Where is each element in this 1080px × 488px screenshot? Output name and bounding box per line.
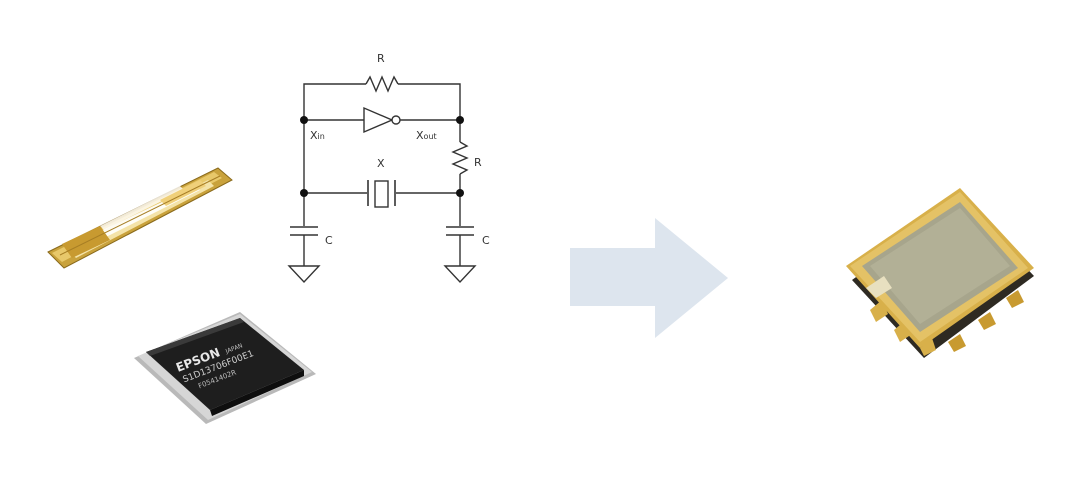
resistor-top (365, 75, 399, 93)
x-in-label: Xin (310, 129, 325, 142)
ground-right-icon (443, 265, 477, 284)
capacitor-left-label: C (325, 234, 333, 247)
crystal-label: X (377, 157, 385, 170)
tuning-fork-crystal-icon (47, 167, 233, 269)
arrow-right-icon (570, 218, 728, 338)
crystal-oscillator-package-icon (846, 188, 1034, 358)
capacitor-right-label: C (482, 234, 490, 247)
ground-left-icon (287, 265, 321, 284)
oscillator-schematic: R Xin Xout R X C C (287, 52, 490, 284)
x-out-label: Xout (416, 129, 437, 142)
crystal-icon (374, 180, 389, 208)
resistor-top-label: R (377, 52, 385, 65)
ic-chip-icon: EPSON JAPAN S1D13706F00E1 F0541402R (134, 312, 316, 424)
inverter-icon (363, 106, 394, 134)
resistor-side-label: R (474, 156, 482, 169)
resistor-side (451, 141, 469, 175)
